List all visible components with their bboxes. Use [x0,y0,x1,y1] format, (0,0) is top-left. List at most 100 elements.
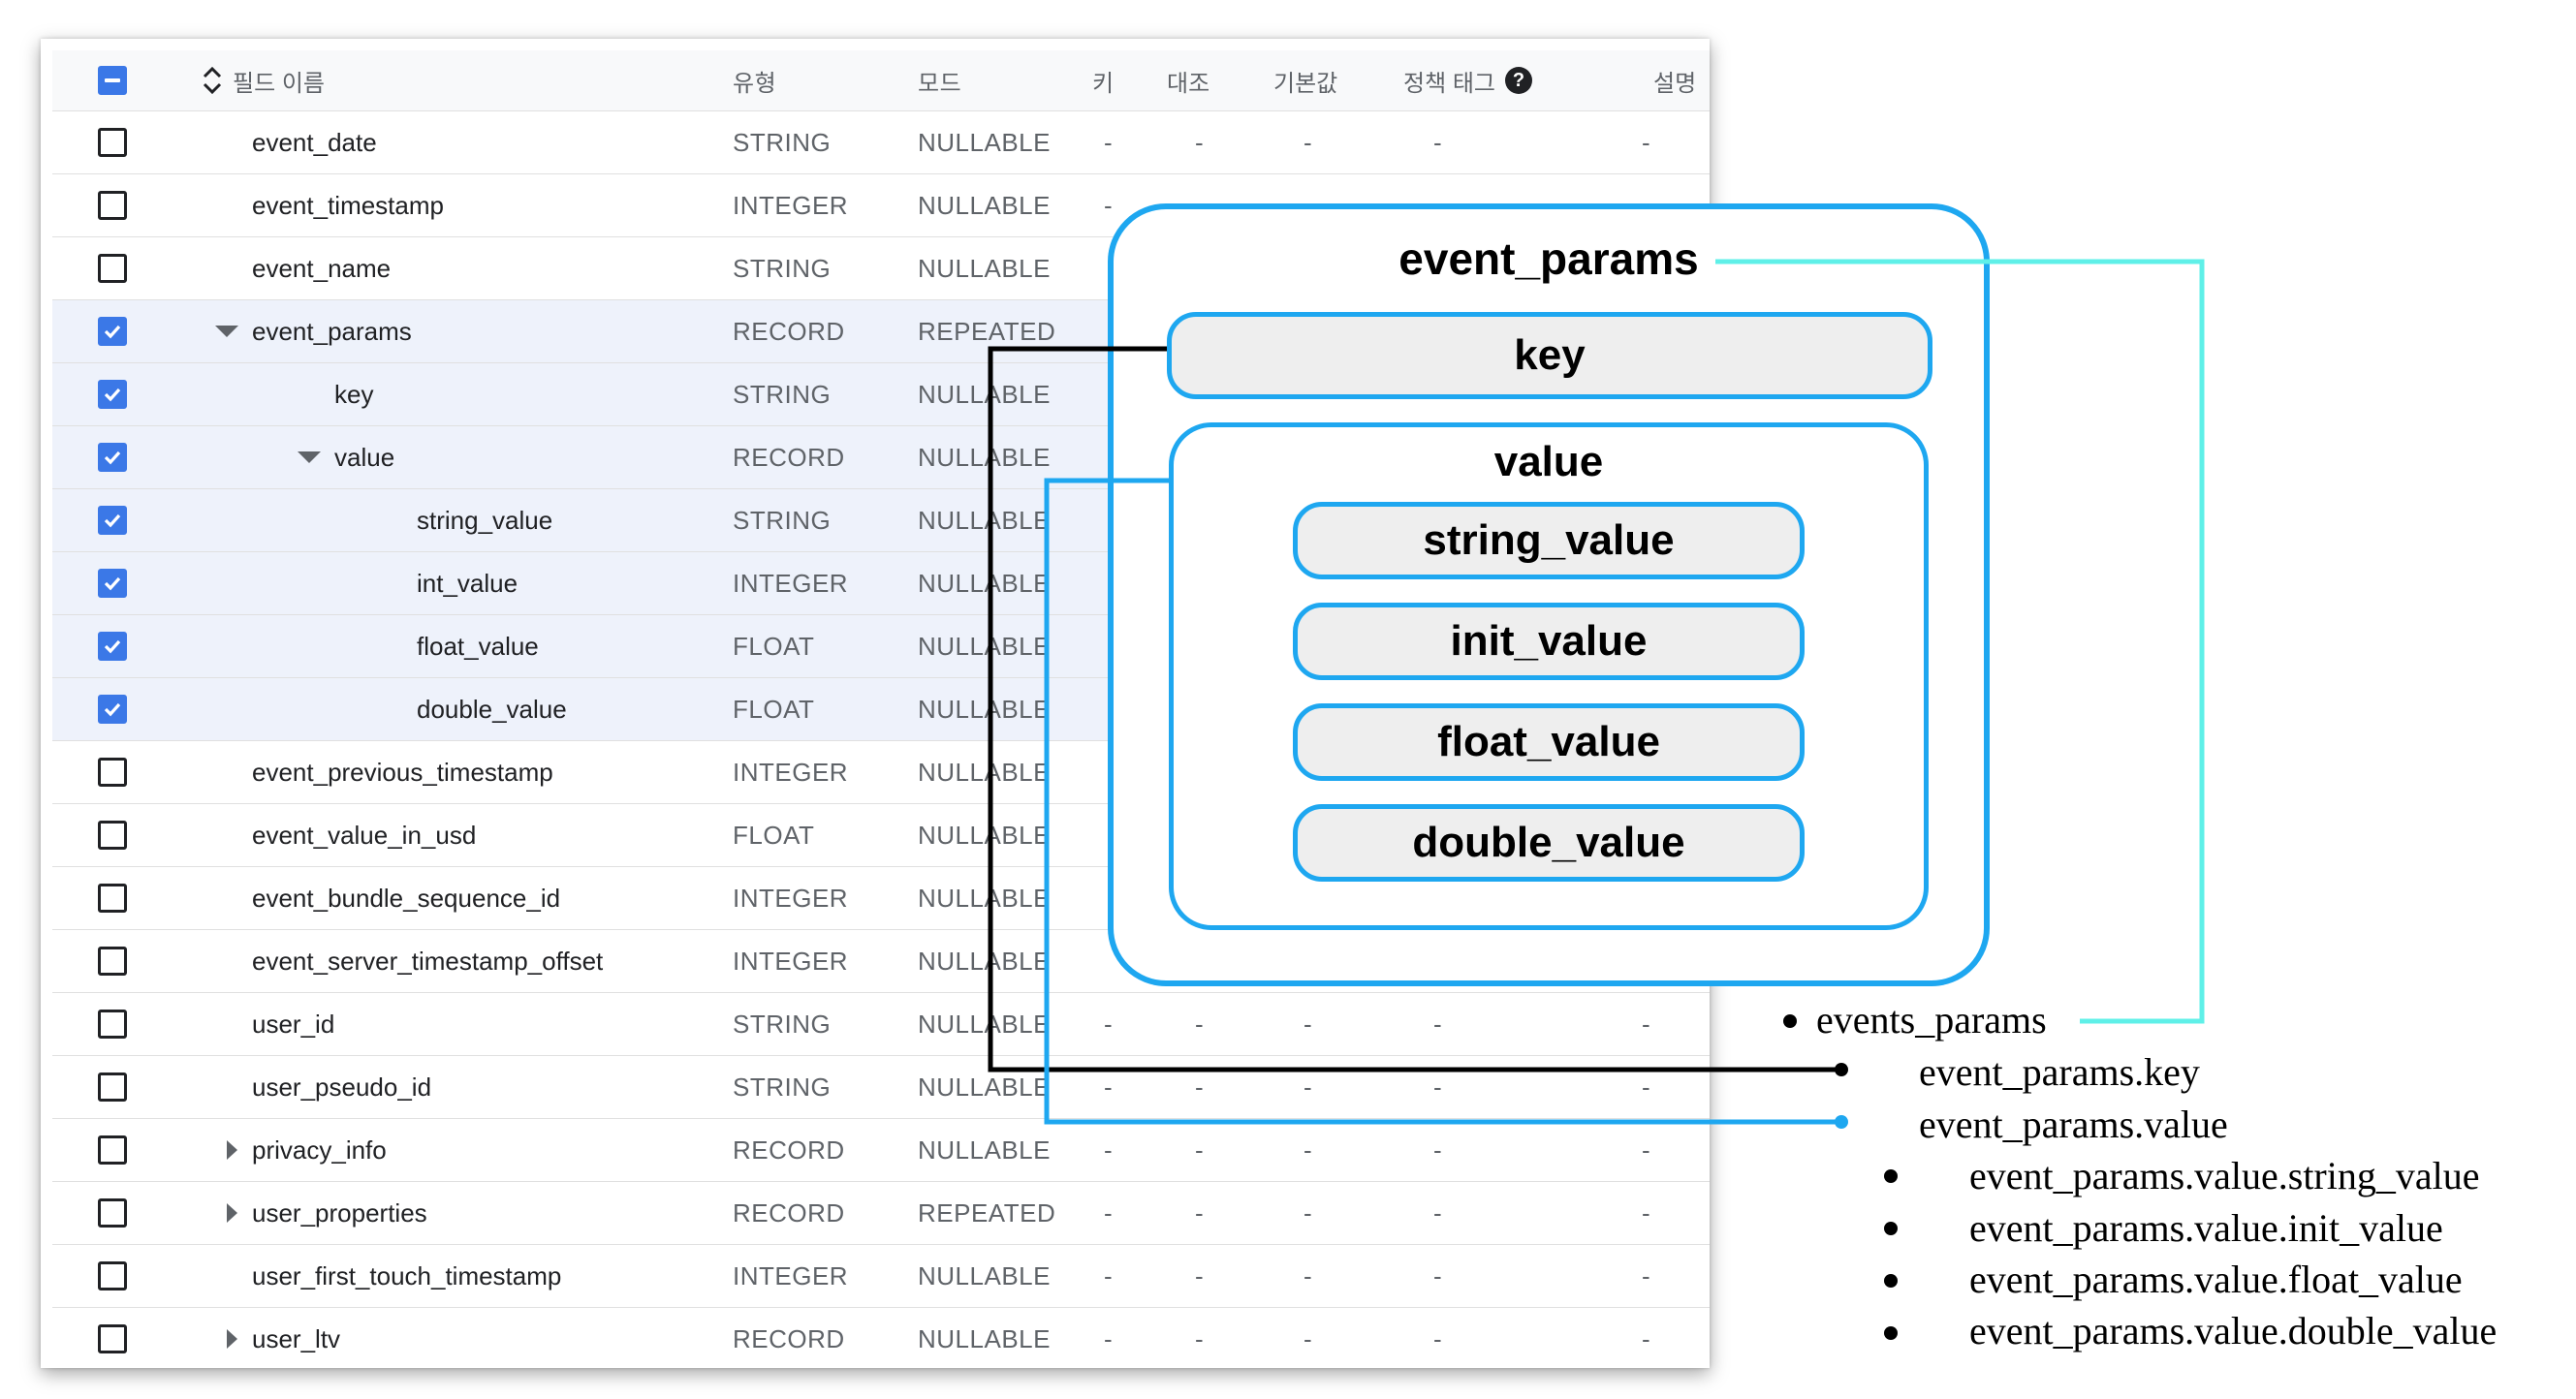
field-name: double_value [417,694,567,724]
field-policy-tag: - [1433,1197,1442,1228]
field-mode: NULLABLE [918,568,1051,598]
select-all-checkbox[interactable] [98,66,127,95]
row-checkbox-cell[interactable] [93,426,132,488]
row-checkbox[interactable] [98,758,127,787]
expand-arrow-icon[interactable] [227,1308,237,1368]
header-collation: 대조 [1167,70,1210,97]
field-name: user_first_touch_timestamp [252,1260,562,1290]
expand-arrow-icon[interactable] [227,1119,237,1181]
row-checkbox[interactable] [98,1073,127,1102]
row-checkbox[interactable] [98,1135,127,1165]
row-checkbox[interactable] [98,506,127,535]
path-string-value: event_params.value.string_value [1969,1154,2480,1197]
row-checkbox-cell[interactable] [93,615,132,677]
field-policy-tag: - [1433,1072,1442,1102]
header-field-name[interactable]: 필드 이름 [233,70,325,97]
diagram-init-value-box: init_value [1293,603,1805,680]
row-checkbox[interactable] [98,695,127,724]
row-checkbox-cell[interactable] [93,1308,132,1368]
row-checkbox-cell[interactable] [93,174,132,236]
field-type: RECORD [733,316,845,346]
row-checkbox[interactable] [98,569,127,598]
field-description: - [1642,1009,1650,1039]
diagram-key-box: key [1167,312,1932,399]
row-checkbox[interactable] [98,1324,127,1353]
row-checkbox-cell[interactable] [93,678,132,740]
row-checkbox-cell[interactable] [93,1119,132,1181]
row-checkbox[interactable] [98,884,127,913]
row-checkbox[interactable] [98,1261,127,1290]
row-checkbox-cell[interactable] [93,1182,132,1244]
row-checkbox-cell[interactable] [93,1056,132,1118]
help-icon[interactable]: ? [1505,67,1532,94]
path-double-value: event_params.value.double_value [1969,1309,2497,1352]
field-mode: NULLABLE [918,1323,1051,1353]
expand-arrow-icon[interactable] [227,1182,237,1244]
bullet-dot [1884,1274,1898,1288]
row-checkbox-cell[interactable] [93,867,132,929]
field-mode: NULLABLE [918,757,1051,787]
header-type: 유형 [733,70,777,97]
field-name: key [334,379,374,409]
field-type: STRING [733,1072,832,1102]
row-checkbox[interactable] [98,947,127,976]
field-key: - [1104,1323,1113,1353]
row-checkbox-cell[interactable] [93,111,132,173]
field-mode: NULLABLE [918,1009,1051,1039]
path-init-value: event_params.value.init_value [1969,1206,2443,1250]
field-type: INTEGER [733,946,849,976]
sort-icon[interactable] [202,64,223,97]
row-checkbox[interactable] [98,254,127,283]
row-checkbox-cell[interactable] [93,1245,132,1307]
row-checkbox-cell[interactable] [93,993,132,1055]
row-checkbox[interactable] [98,317,127,346]
field-description: - [1642,1197,1650,1228]
diagram-double-value-box: double_value [1293,804,1805,882]
row-checkbox[interactable] [98,380,127,409]
field-default: - [1304,1072,1312,1102]
collapse-arrow-icon[interactable] [215,300,238,362]
select-all-cell[interactable] [93,50,132,110]
row-checkbox[interactable] [98,128,127,157]
row-checkbox-cell[interactable] [93,930,132,992]
field-description: - [1642,1323,1650,1353]
field-name: event_date [252,127,377,157]
row-checkbox-cell[interactable] [93,237,132,299]
field-policy-tag: - [1433,1260,1442,1290]
row-checkbox[interactable] [98,1010,127,1039]
field-description: - [1642,127,1650,157]
field-key: - [1104,1009,1113,1039]
field-mode: NULLABLE [918,694,1051,724]
field-mode: NULLABLE [918,127,1051,157]
field-type: INTEGER [733,568,849,598]
checkmark-icon [104,639,121,654]
collapse-arrow-icon[interactable] [298,426,321,488]
row-checkbox-cell[interactable] [93,741,132,803]
row-checkbox-cell[interactable] [93,300,132,362]
row-checkbox[interactable] [98,443,127,472]
field-collation: - [1195,1135,1204,1165]
header-default: 기본값 [1273,70,1338,97]
bullet-dot [1884,1326,1898,1340]
field-name: privacy_info [252,1135,387,1165]
row-checkbox-cell[interactable] [93,552,132,614]
field-mode: REPEATED [918,1197,1056,1228]
field-collation: - [1195,1323,1204,1353]
field-name: user_pseudo_id [252,1072,432,1102]
row-checkbox-cell[interactable] [93,804,132,866]
row-checkbox[interactable] [98,1198,127,1228]
row-checkbox-cell[interactable] [93,489,132,551]
row-checkbox[interactable] [98,632,127,661]
row-checkbox[interactable] [98,191,127,220]
field-collation: - [1195,127,1204,157]
field-name: event_previous_timestamp [252,757,553,787]
row-checkbox[interactable] [98,821,127,850]
row-checkbox-cell[interactable] [93,363,132,425]
